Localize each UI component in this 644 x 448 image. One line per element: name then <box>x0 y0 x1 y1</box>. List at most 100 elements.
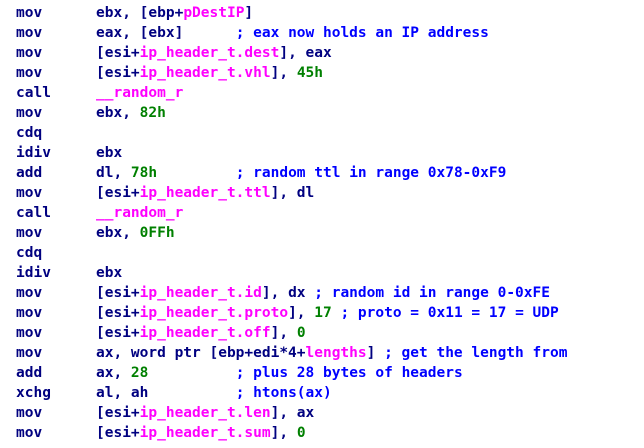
mnemonic: mov <box>16 325 43 341</box>
numeric-literal: 0 <box>296 325 306 341</box>
mnemonic: mov <box>16 225 43 241</box>
mnemonic: xchg <box>16 385 51 401</box>
mnemonic: idiv <box>16 145 51 161</box>
operand-text: ] <box>244 5 254 21</box>
operand-text: ebx, <box>96 225 140 241</box>
numeric-literal: 78h <box>130 165 158 181</box>
code-line[interactable]: mov [esi+ip_header_t.dest], eax <box>16 43 332 63</box>
operand-text <box>148 365 235 381</box>
mnemonic: cdq <box>16 125 43 141</box>
operand-text: ebx <box>96 265 123 281</box>
symbol-name[interactable]: ip_header_t.dest <box>139 45 280 61</box>
numeric-literal: 17 <box>314 305 332 321</box>
code-line[interactable]: mov[esi+ip_header_t.proto], 17 ; proto =… <box>16 303 559 323</box>
code-line[interactable]: mov eax, [ebx] ; eax now holds an IP addr… <box>16 23 489 43</box>
operand-text: dl, <box>96 165 131 181</box>
code-line[interactable]: cdq <box>16 243 96 263</box>
symbol-name[interactable]: ip_header_t.id <box>139 285 262 301</box>
code-line[interactable]: add ax, 28 ; plus 28 bytes of headers <box>16 363 463 383</box>
code-line[interactable]: cdq <box>16 123 96 143</box>
numeric-literal: 0FFh <box>139 225 175 241</box>
symbol-name[interactable]: __random_r <box>96 205 184 221</box>
mnemonic: mov <box>16 425 43 441</box>
mnemonic: mov <box>16 65 43 81</box>
numeric-literal: 28 <box>130 365 149 381</box>
operand-text: ], dl <box>270 185 315 201</box>
code-line[interactable]: mov [esi+ip_header_t.sum], 0 <box>16 423 306 443</box>
code-line[interactable]: call __random_r <box>16 203 183 223</box>
symbol-name[interactable]: lengths <box>305 345 367 361</box>
mnemonic: cdq <box>16 245 43 261</box>
symbol-name[interactable]: ip_header_t.proto <box>139 305 289 321</box>
mnemonic: mov <box>16 405 43 421</box>
code-line[interactable]: mov [esi+ip_header_t.id], dx ; random id … <box>16 283 550 303</box>
symbol-name[interactable]: __random_r <box>96 85 184 101</box>
mnemonic: mov <box>16 345 43 361</box>
operand-text: eax, [ebx] <box>96 25 236 41</box>
operand-text: ax, <box>96 365 131 381</box>
code-line[interactable]: mov [esi+ip_header_t.len], ax <box>16 403 314 423</box>
mnemonic: idiv <box>16 265 51 281</box>
operand-text: [esi+ <box>96 185 140 201</box>
mnemonic: mov <box>16 305 43 321</box>
mnemonic: call <box>16 205 51 221</box>
comment-text: ; random id in range 0-0xFE <box>314 285 550 301</box>
numeric-literal: 82h <box>139 105 166 121</box>
operand-text: [esi+ <box>96 285 140 301</box>
operand-text: [esi+ <box>96 325 140 341</box>
mnemonic: mov <box>16 45 43 61</box>
code-line[interactable]: idiv ebx <box>16 263 122 283</box>
symbol-name[interactable]: pDestIP <box>183 5 245 21</box>
operand-text: [esi+ <box>96 305 140 321</box>
operand-text: ebx, <box>96 105 140 121</box>
operand-text: [esi+ <box>96 65 140 81</box>
mnemonic: mov <box>16 185 43 201</box>
operand-text: ], dx <box>261 285 315 301</box>
code-line[interactable]: call __random_r <box>16 83 183 103</box>
operand-text: ], eax <box>279 45 332 61</box>
code-line[interactable]: mov [esi+ip_header_t.off], 0 <box>16 323 306 343</box>
symbol-name[interactable]: ip_header_t.off <box>139 325 271 341</box>
symbol-name[interactable]: ip_header_t.vhl <box>139 65 271 81</box>
operand-text: ], <box>288 305 315 321</box>
operand-text <box>157 165 236 181</box>
symbol-name[interactable]: ip_header_t.ttl <box>139 185 271 201</box>
operand-text: ax, word ptr [ebp+edi*4+ <box>96 345 306 361</box>
code-line[interactable]: mov ebx, 0FFh <box>16 223 175 243</box>
numeric-literal: 45h <box>296 65 324 81</box>
operand-text: [esi+ <box>96 45 140 61</box>
operand-text: ], ax <box>270 405 315 421</box>
operand-text: al, ah <box>96 385 236 401</box>
code-line[interactable]: mov [esi+ip_header_t.ttl], dl <box>16 183 314 203</box>
code-line[interactable]: xchg al, ah ; htons(ax) <box>16 383 332 403</box>
operand-text: ], <box>270 65 297 81</box>
operand-text: ], <box>270 425 297 441</box>
operand-text: [esi+ <box>96 425 140 441</box>
symbol-name[interactable]: ip_header_t.sum <box>139 425 271 441</box>
symbol-name[interactable]: ip_header_t.len <box>139 405 271 421</box>
mnemonic: call <box>16 85 51 101</box>
operand-text: ], <box>270 325 297 341</box>
code-line[interactable]: idiv ebx <box>16 143 122 163</box>
numeric-literal: 0 <box>296 425 306 441</box>
code-line[interactable]: add dl, 78h ; random ttl in range 0x78-0x… <box>16 163 506 183</box>
operand-text: ebx <box>96 145 123 161</box>
comment-text: ; random ttl in range 0x78-0xF9 <box>235 165 507 181</box>
operand-text: [esi+ <box>96 405 140 421</box>
mnemonic: add <box>16 365 43 381</box>
mnemonic: add <box>16 165 43 181</box>
comment-text: ; htons(ax) <box>235 385 332 401</box>
code-line[interactable]: mov ebx, [ebp+pDestIP] <box>16 3 253 23</box>
code-line[interactable]: mov ebx, 82h <box>16 103 166 123</box>
comment-text: ; plus 28 bytes of headers <box>235 365 463 381</box>
code-line[interactable]: mov [esi+ip_header_t.vhl], 45h <box>16 63 323 83</box>
operand-text: ebx, [ebp+ <box>96 5 184 21</box>
mnemonic: mov <box>16 105 43 121</box>
mnemonic: mov <box>16 25 43 41</box>
comment-text: ; eax now holds an IP address <box>235 25 489 41</box>
operand-text: ] <box>366 345 385 361</box>
mnemonic: mov <box>16 5 43 21</box>
mnemonic: mov <box>16 285 43 301</box>
